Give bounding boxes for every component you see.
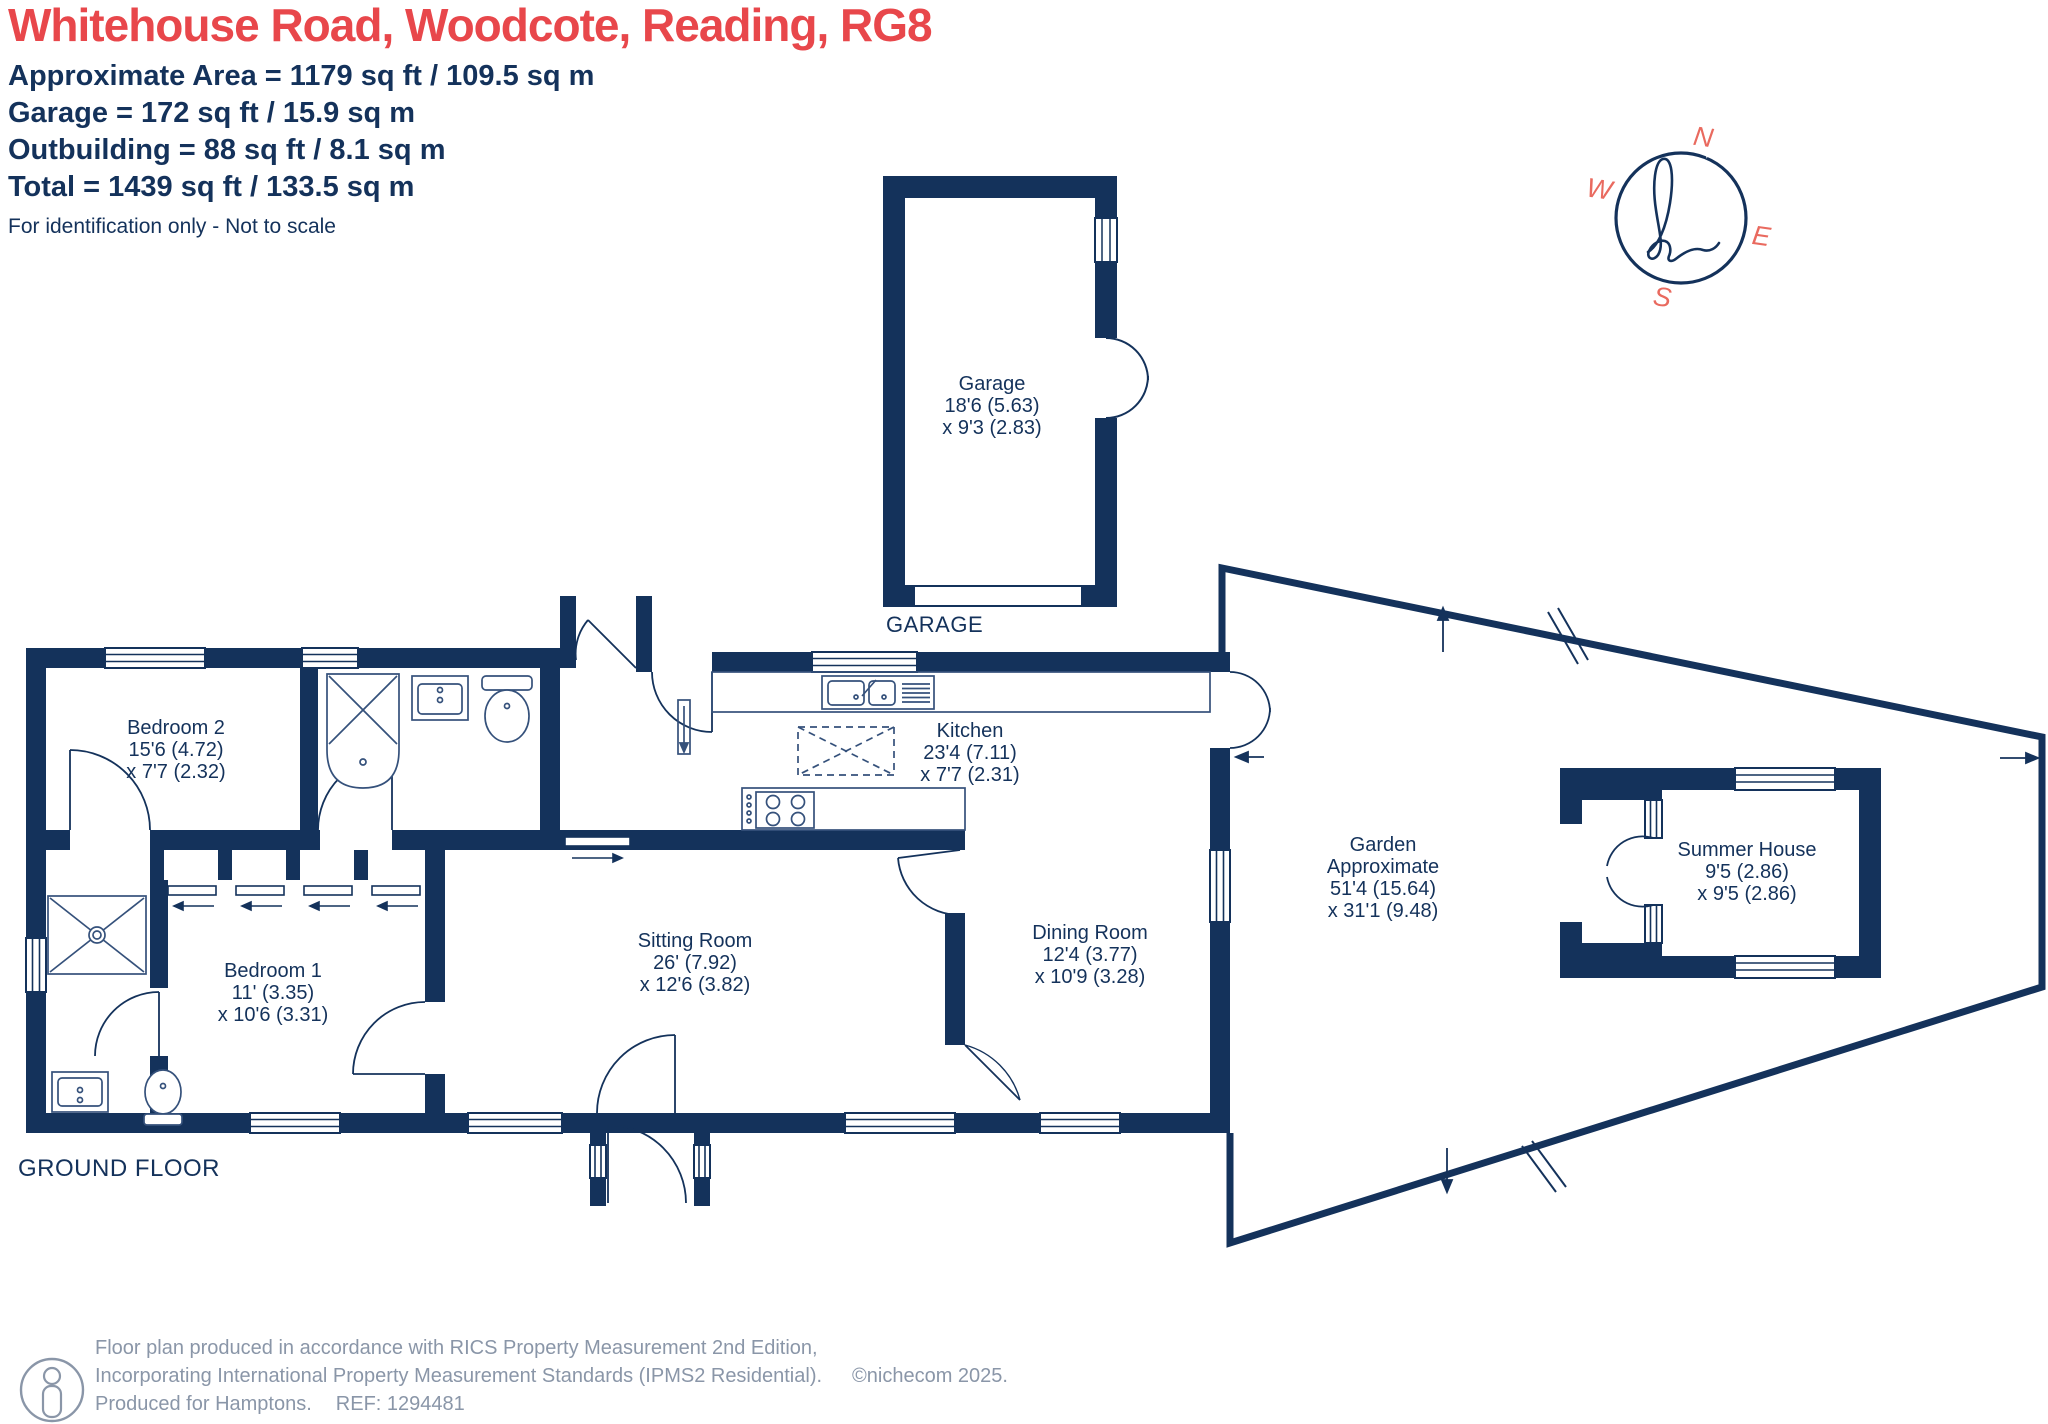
page-title: Whitehouse Road, Woodcote, Reading, RG8: [8, 0, 933, 51]
house-windows: [25, 647, 1231, 1179]
room-label-dining-room: Dining Room 12'4 (3.77) x 10'9 (3.28): [1032, 922, 1148, 988]
room-label-garden: Garden Approximate 51'4 (15.64) x 31'1 (…: [1326, 834, 1440, 922]
room-label-kitchen: Kitchen 23'4 (7.11) x 7'7 (2.31): [920, 720, 1020, 786]
sliding-doors: [167, 836, 631, 912]
copyright: ©nichecom 2025.: [852, 1365, 1008, 1387]
total-area: Total = 1439 sq ft / 133.5 sq m: [8, 171, 415, 203]
compass-west: W: [1585, 172, 1617, 206]
compass-north: N: [1692, 121, 1716, 153]
footer-line3: Produced for Hamptons.REF: 1294481: [95, 1393, 465, 1415]
garage-door: [913, 585, 1083, 607]
footer-line2: Incorporating International Property Mea…: [95, 1365, 1008, 1387]
footer: Floor plan produced in accordance with R…: [95, 1334, 1008, 1418]
garage-area: Garage = 172 sq ft / 15.9 sq m: [8, 97, 416, 129]
room-label-bedroom2: Bedroom 2 15'6 (4.72) x 7'7 (2.32): [126, 717, 226, 783]
header: Whitehouse Road, Woodcote, Reading, RG8 …: [8, 0, 933, 239]
house-doors: [69, 619, 1271, 1204]
room-label-garage: Garage 18'6 (5.63) x 9'3 (2.83): [942, 373, 1042, 439]
scale-disclaimer: For identification only - Not to scale: [8, 215, 336, 238]
reference-number: REF: 1294481: [335, 1393, 465, 1415]
compass-h-glyph: [1646, 157, 1721, 263]
garage-side-door: [1105, 337, 1149, 419]
ground-floor-label: GROUND FLOOR: [18, 1155, 221, 1182]
compass-east: E: [1750, 220, 1773, 252]
summer-house-doors: [1606, 835, 1654, 908]
garage-plan: [883, 176, 1149, 607]
compass: N W E S: [1581, 117, 1778, 317]
person-icon: [42, 1366, 62, 1386]
room-label-summer-house: Summer House 9'5 (2.86) x 9'5 (2.86): [1677, 839, 1817, 905]
approximate-area: Approximate Area = 1179 sq ft / 109.5 sq…: [8, 60, 595, 92]
garage-window: [1094, 217, 1118, 263]
outbuilding-area: Outbuilding = 88 sq ft / 8.1 sq m: [8, 134, 446, 166]
room-label-sitting-room: Sitting Room 26' (7.92) x 12'6 (3.82): [637, 930, 753, 996]
access-arrows: [1233, 605, 2041, 1195]
garden-boundary: [1218, 563, 2046, 1248]
kitchen-fixtures: [677, 671, 1211, 831]
compass-south: S: [1651, 281, 1673, 313]
shower-room-fixtures: [47, 895, 183, 1126]
footer-line1: Floor plan produced in accordance with R…: [95, 1337, 818, 1359]
garage-floor-label: GARAGE: [886, 612, 984, 637]
summer-house-plan: [1560, 767, 1881, 979]
room-label-bedroom1: Bedroom 1 11' (3.35) x 10'6 (3.31): [217, 960, 329, 1026]
bathroom-fixtures: [326, 673, 533, 789]
nichecom-logo: [19, 1357, 85, 1423]
